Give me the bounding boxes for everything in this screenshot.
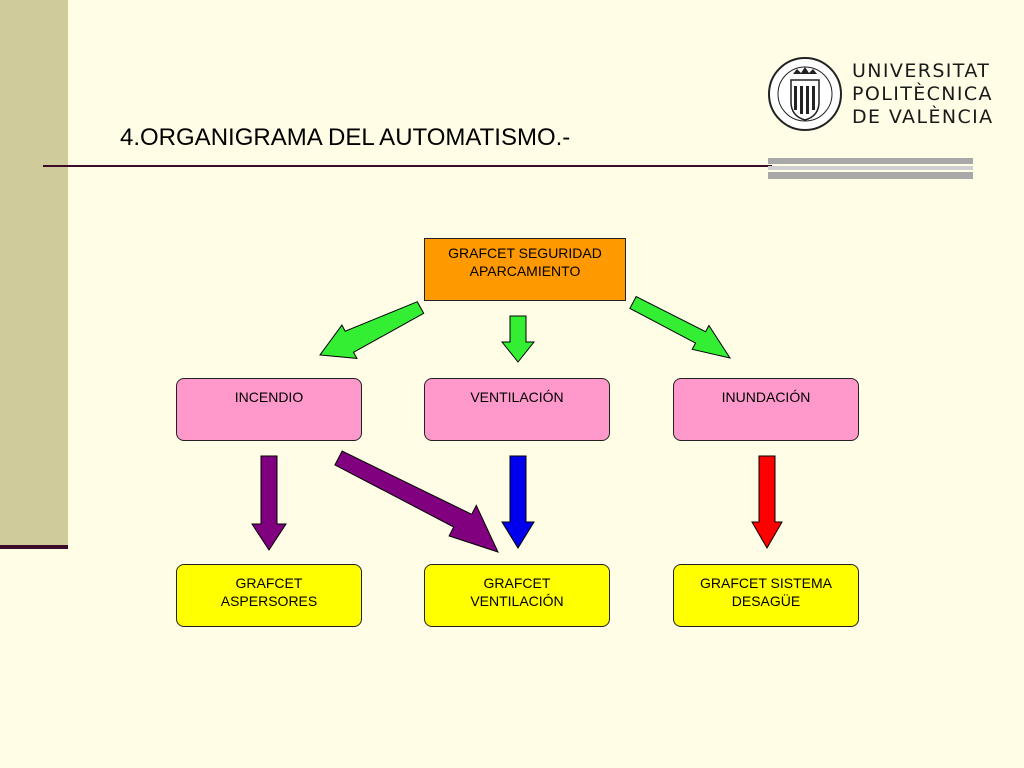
- decorative-gray-bar: [768, 172, 973, 179]
- slide-title: 4.ORGANIGRAMA DEL AUTOMATISMO.-: [120, 124, 571, 151]
- arrow-ventilacion-to-grafcet-ventilacion: [501, 455, 535, 549]
- arrow-root-to-inundacion: [629, 295, 732, 359]
- node-grafcet-sistema-desague: GRAFCET SISTEMA DESAGÜE: [673, 564, 859, 627]
- node-label: VENTILACIÓN: [470, 389, 564, 405]
- node-label: INCENDIO: [234, 389, 304, 405]
- node-label-line: VENTILACIÓN: [470, 593, 564, 609]
- university-name-line-2: POLITÈCNICA: [852, 83, 993, 105]
- sidebar-band: [0, 0, 68, 548]
- node-label-line: APARCAMIENTO: [469, 263, 581, 279]
- node-label-line: GRAFCET: [483, 575, 551, 591]
- node-label-line: GRAFCET: [235, 575, 303, 591]
- node-label-line: GRAFCET SISTEMA: [700, 575, 832, 591]
- node-grafcet-ventilacion: GRAFCET VENTILACIÓN: [424, 564, 610, 627]
- node-grafcet-seguridad-aparcamiento: GRAFCET SEGURIDAD APARCAMIENTO: [424, 238, 626, 301]
- university-logo: UNIVERSITAT POLITÈCNICA DE VALÈNCIA: [765, 56, 1005, 136]
- university-name-line-1: UNIVERSITAT: [852, 60, 991, 82]
- node-ventilacion: VENTILACIÓN: [424, 378, 610, 441]
- university-name-line-3: DE VALÈNCIA: [852, 106, 994, 128]
- arrow-incendio-to-aspersores: [251, 455, 287, 551]
- arrow-incendio-to-grafcet-ventilacion: [334, 450, 499, 553]
- node-grafcet-aspersores: GRAFCET ASPERSORES: [176, 564, 362, 627]
- node-label-line: DESAGÜE: [731, 593, 801, 609]
- node-incendio: INCENDIO: [176, 378, 362, 441]
- decorative-gray-bar: [768, 166, 973, 170]
- node-label-line: ASPERSORES: [220, 593, 318, 609]
- sidebar-underline: [0, 545, 68, 549]
- title-underline: [43, 165, 772, 167]
- decorative-gray-bar: [768, 158, 973, 164]
- university-seal-icon: [768, 57, 842, 131]
- arrow-root-to-ventilacion: [500, 315, 536, 363]
- arrow-root-to-incendio: [319, 301, 425, 359]
- arrow-inundacion-to-desague: [751, 455, 783, 550]
- node-label: INUNDACIÓN: [721, 389, 811, 405]
- node-label-line: GRAFCET SEGURIDAD: [448, 245, 602, 261]
- node-inundacion: INUNDACIÓN: [673, 378, 859, 441]
- university-name: UNIVERSITAT POLITÈCNICA DE VALÈNCIA: [852, 60, 994, 129]
